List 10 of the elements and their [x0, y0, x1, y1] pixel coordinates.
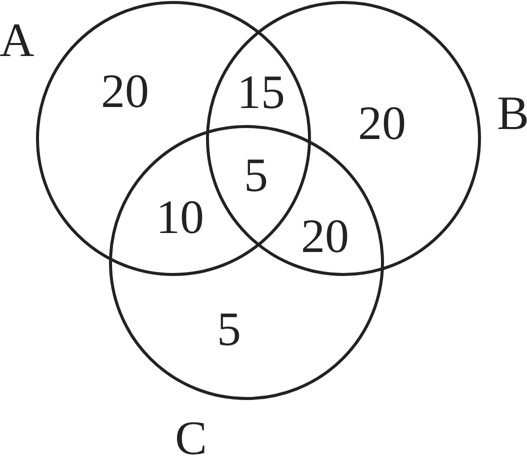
set-label: A — [0, 22, 34, 60]
set-label: C — [175, 420, 207, 458]
region-count: 20 — [101, 72, 149, 112]
set-label: B — [497, 94, 527, 134]
region-count: 10 — [156, 198, 204, 238]
region-count: 5 — [217, 310, 241, 350]
region-count: 20 — [358, 104, 406, 144]
region-count: 20 — [301, 218, 349, 256]
region-count: 15 — [237, 74, 285, 112]
region-count: 5 — [244, 156, 268, 196]
